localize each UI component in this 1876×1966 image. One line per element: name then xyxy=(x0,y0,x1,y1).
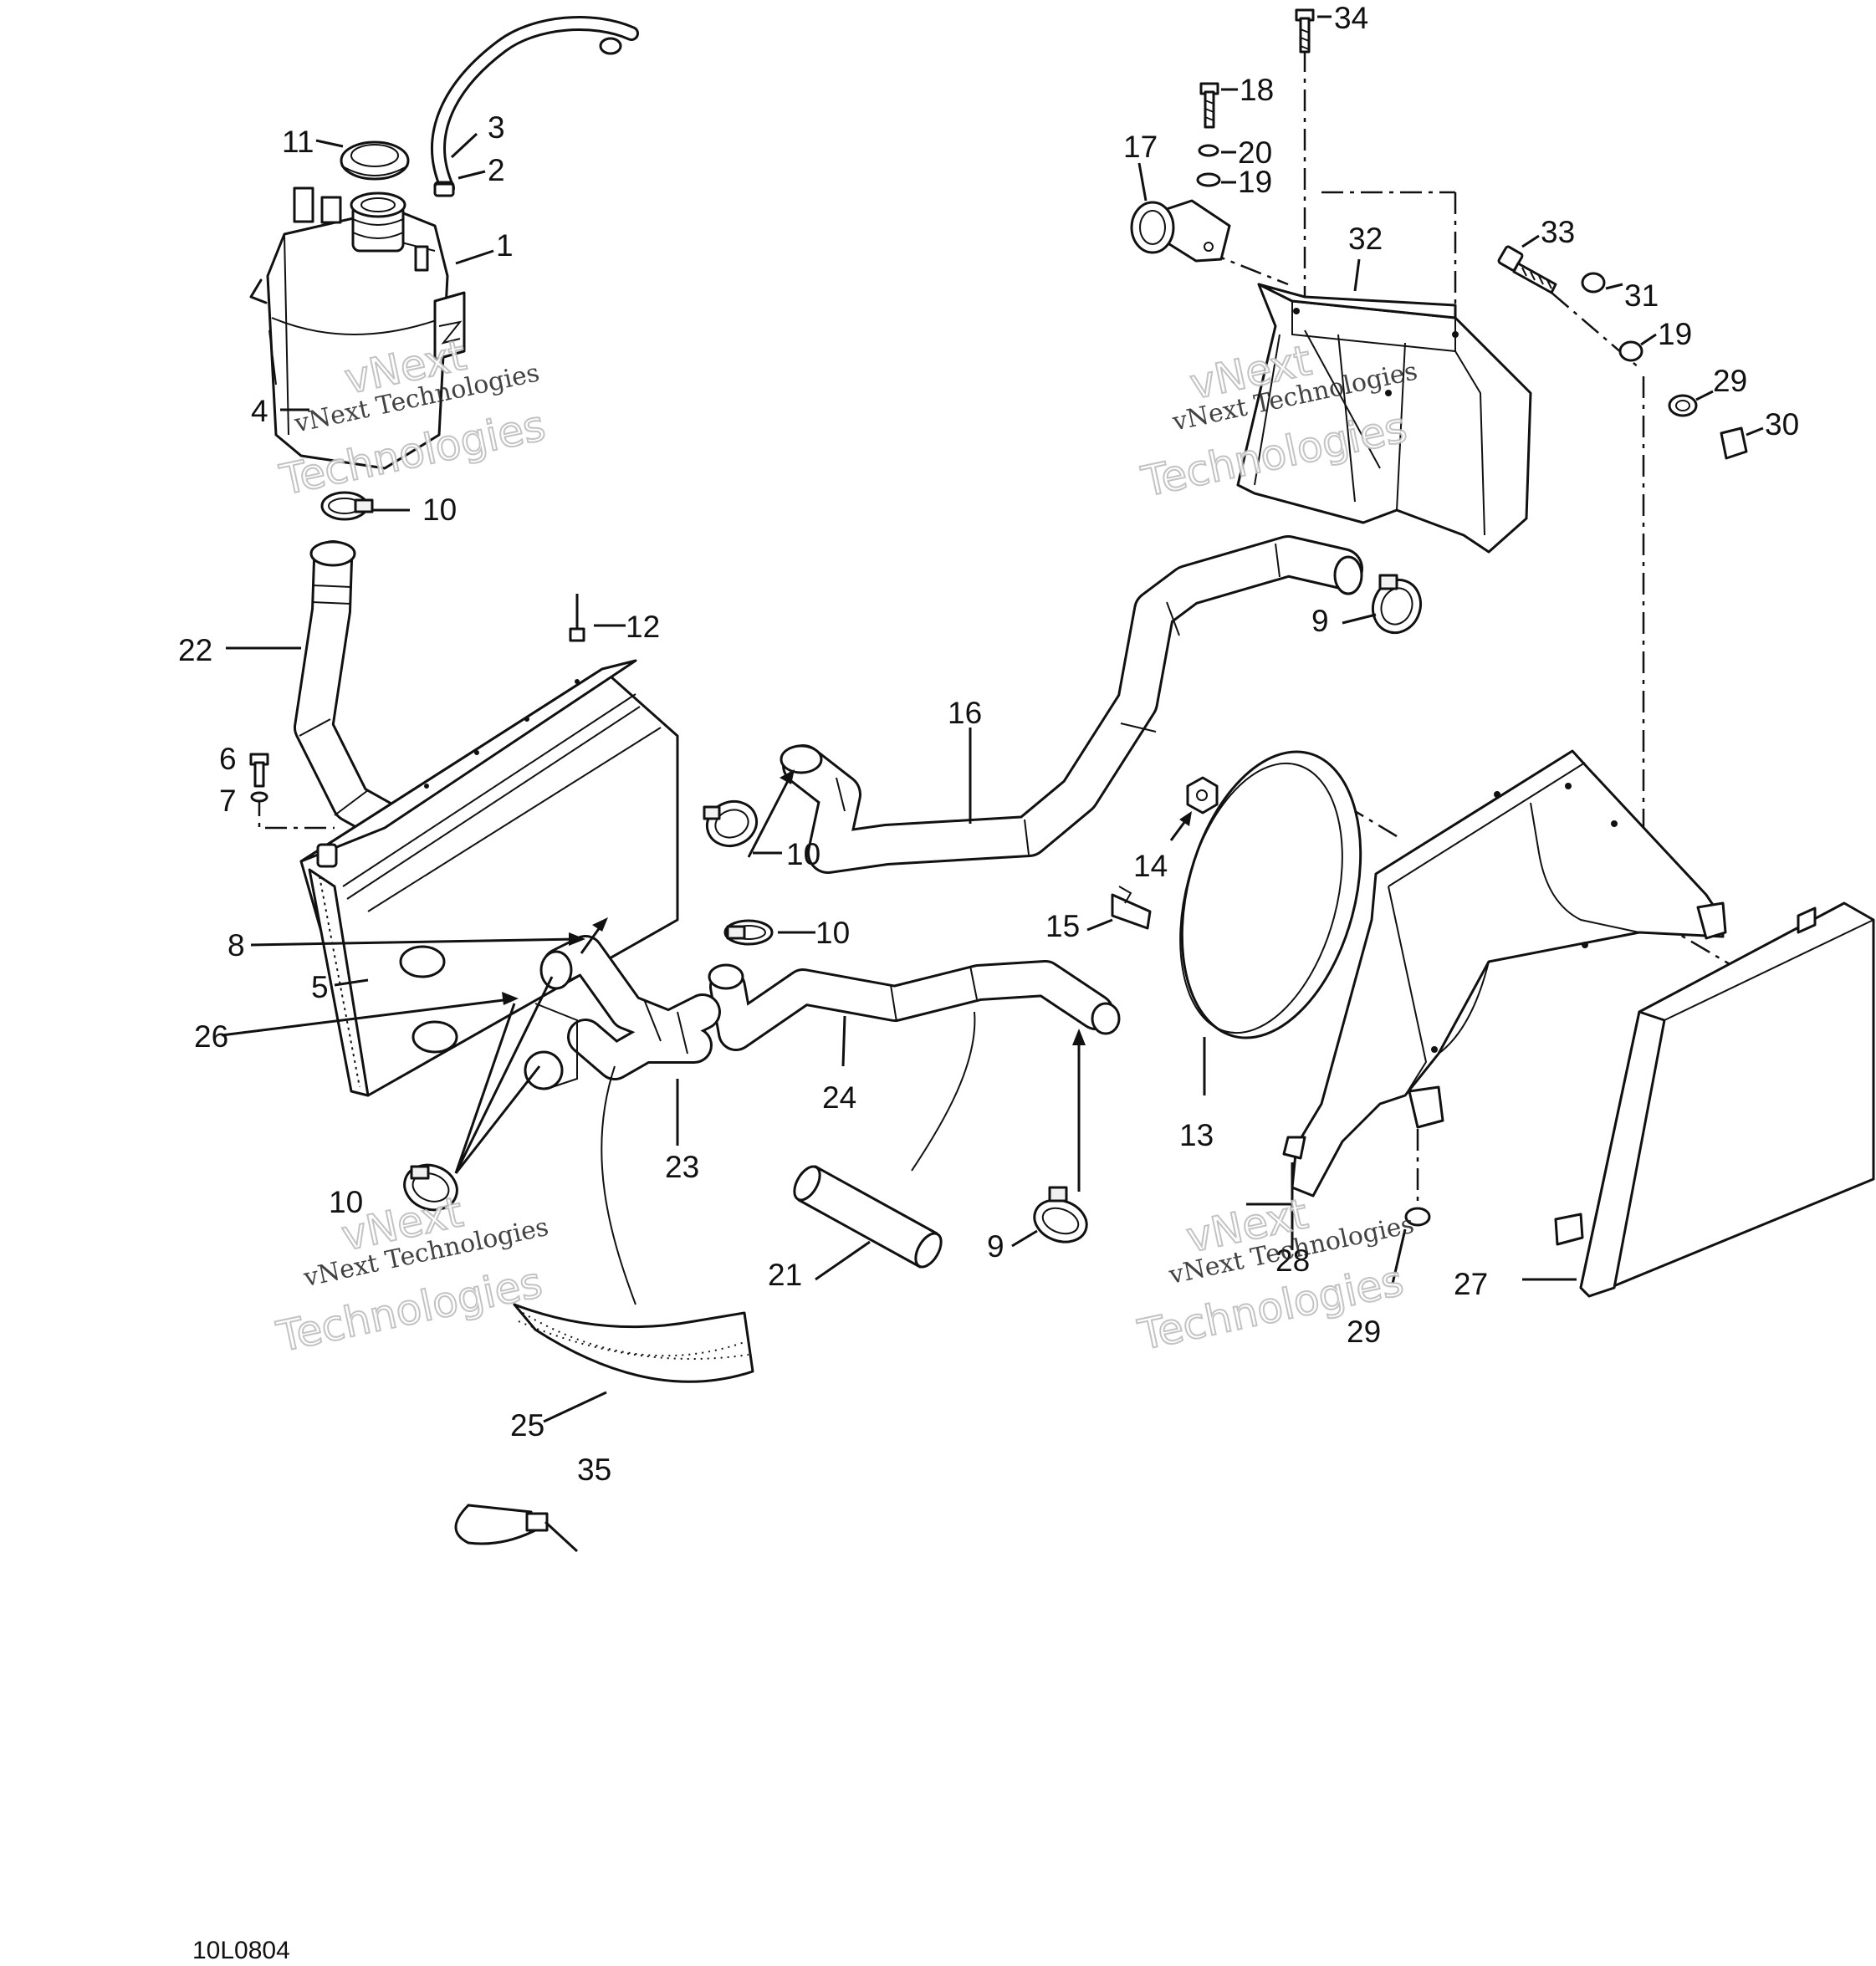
screw-stack xyxy=(1196,82,1221,187)
callout-11: 11 xyxy=(282,125,314,159)
callout-25: 25 xyxy=(510,1408,544,1443)
reservoir-cap xyxy=(340,140,410,181)
callout-7: 7 xyxy=(219,784,237,818)
callout-20: 20 xyxy=(1238,135,1272,170)
long-coolant-hose xyxy=(780,535,1363,874)
radiator xyxy=(1522,901,1875,1298)
callout-29-upper: 29 xyxy=(1713,364,1747,398)
callout-1: 1 xyxy=(496,228,514,263)
callout-14: 14 xyxy=(1133,849,1168,883)
callout-9-upper: 9 xyxy=(1311,604,1329,638)
leader-arrows xyxy=(221,769,795,1174)
callout-2: 2 xyxy=(488,153,505,187)
hex-nut xyxy=(1169,776,1219,841)
diagram-reference-code: 10L0804 xyxy=(192,1937,290,1964)
bolt-hardware xyxy=(1497,245,1748,460)
callout-15: 15 xyxy=(1045,909,1080,943)
callout-9-lower: 9 xyxy=(987,1229,1004,1264)
callout-10-right: 10 xyxy=(815,916,850,950)
grommet xyxy=(1391,1207,1431,1284)
assembly-centerlines xyxy=(258,50,1741,1208)
callout-26: 26 xyxy=(194,1019,228,1054)
cable-tie xyxy=(454,1504,579,1553)
callout-4: 4 xyxy=(251,394,268,428)
callout-12: 12 xyxy=(626,610,660,644)
callout-30: 30 xyxy=(1765,407,1799,442)
lower-coolant-hose xyxy=(708,960,1121,1051)
callout-3: 3 xyxy=(488,110,505,145)
spring-clip xyxy=(1086,886,1152,932)
callout-27: 27 xyxy=(1454,1267,1488,1301)
callout-29-lower: 29 xyxy=(1347,1315,1381,1349)
callout-19-upper: 19 xyxy=(1238,165,1272,199)
hose-clamp-top xyxy=(320,491,374,521)
callout-labels: 1 2 3 4 5 6 7 8 9 9 10 10 10 10 11 12 13… xyxy=(178,1,1799,1487)
callout-leaders xyxy=(226,15,1764,1423)
pipe-clip xyxy=(1130,199,1231,263)
shroud-bracket xyxy=(1236,283,1532,554)
hose-clamp-middle xyxy=(703,800,759,847)
callout-8: 8 xyxy=(227,928,245,963)
callout-32: 32 xyxy=(1348,222,1383,256)
callout-13: 13 xyxy=(1179,1118,1214,1152)
callout-18: 18 xyxy=(1240,73,1274,107)
heat-exchanger xyxy=(299,659,679,1097)
callout-24: 24 xyxy=(822,1080,856,1115)
hose-fitting xyxy=(433,182,455,197)
callout-22: 22 xyxy=(178,633,212,667)
screw-and-washer xyxy=(249,753,269,803)
callout-35: 35 xyxy=(577,1453,611,1487)
callout-10-top: 10 xyxy=(422,493,457,527)
fan-shroud xyxy=(1282,749,1727,1250)
corrugated-sleeve xyxy=(513,1065,754,1383)
hose-clamp-right xyxy=(723,919,774,946)
callout-33: 33 xyxy=(1541,215,1575,249)
coolant-reservoir xyxy=(249,186,466,470)
cooling-fan xyxy=(1179,750,1362,1095)
callout-16: 16 xyxy=(948,696,982,730)
callout-10-lower: 10 xyxy=(329,1185,363,1219)
callout-23: 23 xyxy=(665,1150,699,1184)
rivet xyxy=(569,594,585,642)
hose-clamp-lower xyxy=(403,1163,458,1212)
vent-hose xyxy=(431,16,639,197)
junction-hose xyxy=(524,935,721,1090)
watermark-bottom-left: vNext vNext Technologies Technologies xyxy=(272,1187,551,1362)
callout-21: 21 xyxy=(768,1258,802,1292)
callout-31: 31 xyxy=(1624,278,1659,313)
watermark-bottom-right: vNext vNext Technologies Technologies xyxy=(1133,1188,1417,1361)
callout-19-right: 19 xyxy=(1658,317,1692,351)
callout-17: 17 xyxy=(1123,130,1158,164)
protective-tube xyxy=(793,1011,976,1269)
long-screw xyxy=(1295,8,1315,54)
callout-34: 34 xyxy=(1334,1,1368,35)
callout-5: 5 xyxy=(311,970,329,1004)
callout-6: 6 xyxy=(219,742,237,776)
hose-clamp-9-upper xyxy=(1372,574,1422,635)
hose-clamp-9-lower xyxy=(1033,1029,1088,1243)
callout-28: 28 xyxy=(1275,1243,1310,1278)
callout-10-middle: 10 xyxy=(786,837,820,871)
